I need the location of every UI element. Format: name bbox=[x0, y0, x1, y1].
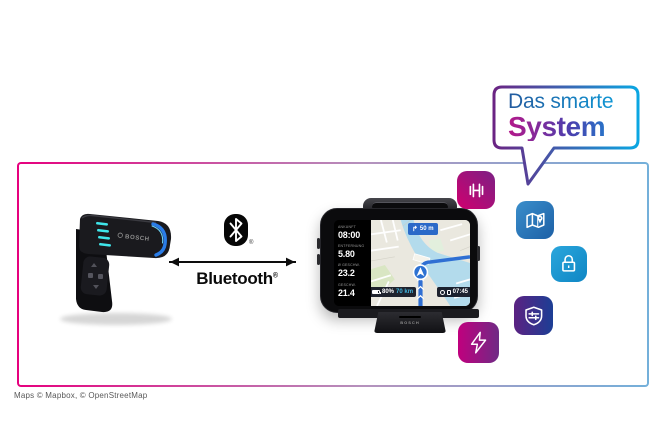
flash-icon bbox=[458, 322, 499, 363]
phone-power-button bbox=[477, 246, 480, 261]
phone-screen: ANKUNFT 08:00 ENTFERNUNG 5.80 Ø GESCHW. … bbox=[334, 220, 470, 306]
ride-stats-panel: ANKUNFT 08:00 ENTFERNUNG 5.80 Ø GESCHW. … bbox=[334, 220, 371, 306]
lock-icon bbox=[551, 246, 587, 282]
light-icon bbox=[446, 289, 451, 295]
bluetooth-label: Bluetooth® bbox=[196, 269, 278, 288]
range-value: 70 km bbox=[396, 289, 414, 295]
phone-mount-base: BOSCH bbox=[374, 312, 446, 333]
time-badge: 07:45 bbox=[436, 287, 470, 297]
fitness-dumbbell-icon bbox=[457, 171, 495, 209]
bluetooth-icon bbox=[224, 214, 248, 246]
stat-distance: ENTFERNUNG 5.80 bbox=[338, 244, 365, 260]
arrowhead-left bbox=[170, 257, 179, 267]
bluetooth-registered-mark: ® bbox=[272, 272, 278, 280]
remote-shadow bbox=[60, 313, 172, 325]
remote-led-bars bbox=[96, 221, 111, 247]
phone-volume-button bbox=[317, 238, 320, 249]
bluetooth-logo-registered-mark: ® bbox=[249, 240, 254, 246]
battery-range-badge: 80% 70 km bbox=[371, 287, 417, 297]
map-attribution: Maps © Mapbox, © OpenStreetMap bbox=[14, 391, 148, 400]
claim-text: Das smarte System bbox=[508, 90, 638, 141]
clock-time: 07:45 bbox=[452, 289, 468, 295]
mount-brand-label: BOSCH bbox=[400, 320, 420, 325]
remote-blue-stripe bbox=[151, 222, 167, 257]
turn-distance: 50 m bbox=[419, 226, 434, 232]
bosch-roundel-icon bbox=[117, 232, 123, 238]
shield-tuning-icon bbox=[514, 296, 553, 335]
claim-line2: System bbox=[508, 113, 638, 141]
trip-icon bbox=[439, 289, 445, 295]
stat-arrival: ANKUNFT 08:00 bbox=[338, 225, 361, 240]
turn-right-icon: ↱ bbox=[412, 225, 418, 233]
navigation-map: ↱ 50 m 80% 70 km 07:45 bbox=[371, 220, 470, 306]
connection-arrow bbox=[169, 257, 296, 267]
battery-icon bbox=[372, 290, 381, 294]
clamp-slot bbox=[372, 202, 448, 211]
remote-brand-label: BOSCH bbox=[125, 234, 150, 243]
stat-speed: GESCHW. 21.4 bbox=[338, 282, 356, 298]
speech-bubble bbox=[492, 85, 640, 186]
phone-volume-button bbox=[317, 254, 320, 265]
map-route-icon bbox=[516, 201, 554, 239]
stat-avg-speed: Ø GESCHW. 23.2 bbox=[338, 263, 361, 279]
mount-slot bbox=[399, 316, 421, 318]
claim-line1: Das smarte bbox=[508, 90, 638, 113]
turn-instruction-banner: ↱ 50 m bbox=[408, 223, 438, 235]
led-remote-device: BOSCH bbox=[60, 213, 172, 325]
arrowhead-right bbox=[286, 257, 295, 267]
battery-percent: 80% bbox=[382, 289, 395, 295]
